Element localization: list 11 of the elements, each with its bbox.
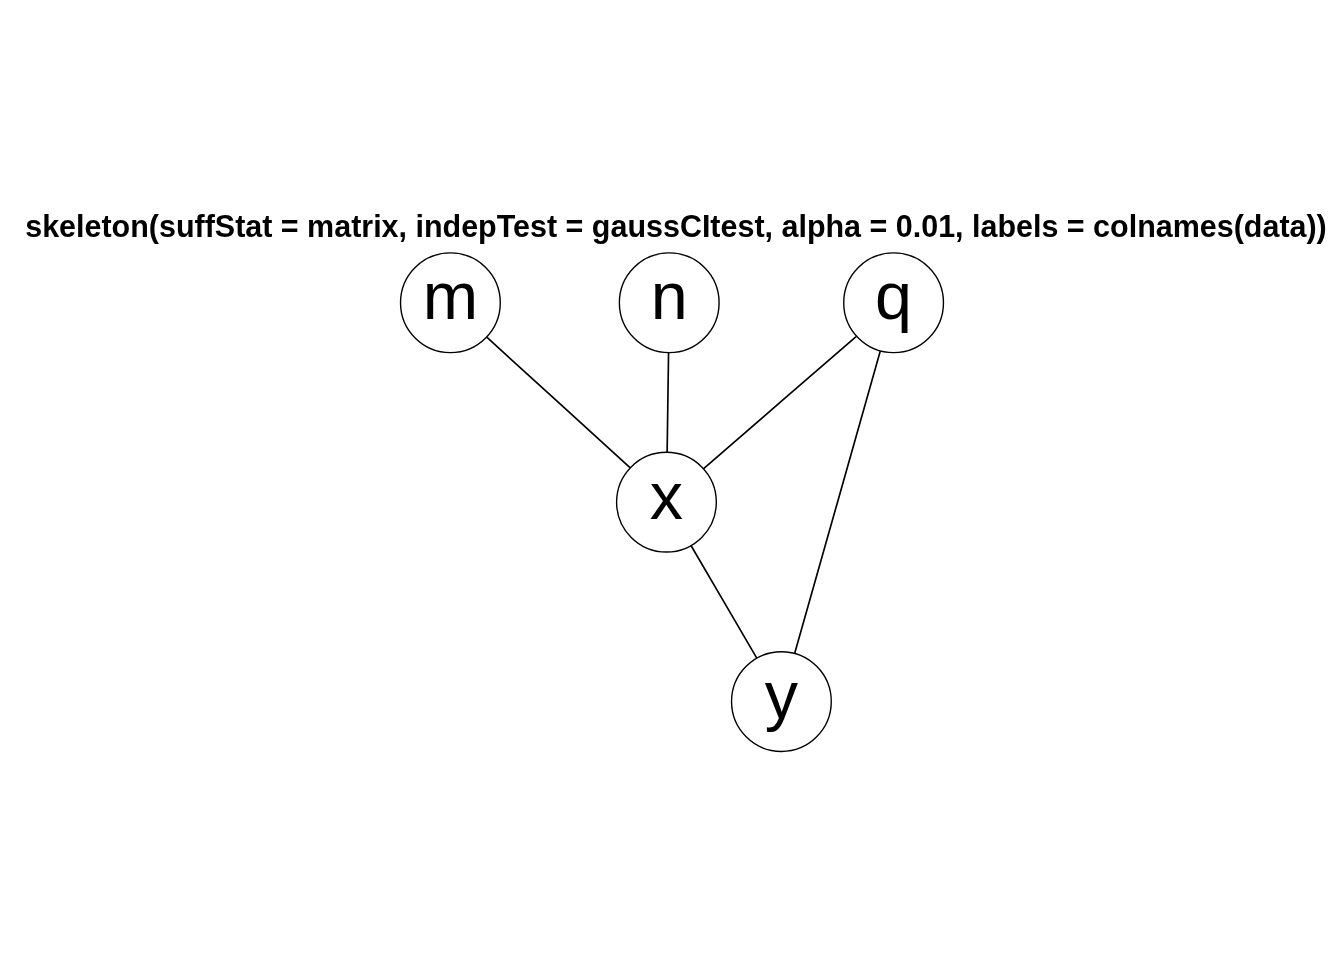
connector <box>666 351 670 453</box>
connector <box>702 335 857 470</box>
node-circle: x <box>615 451 717 553</box>
connector <box>793 350 882 655</box>
node-circle: n <box>618 252 720 354</box>
connector <box>486 336 631 469</box>
diagram-title: skeleton(suffStat = matrix, indepTest = gaussCItest, alpha = 0.01, labels = colnames(data)) <box>25 209 1327 244</box>
connector <box>690 544 758 659</box>
node-circle: y <box>730 651 832 753</box>
node-circle: m <box>399 252 501 354</box>
node-circle: q <box>843 252 945 354</box>
